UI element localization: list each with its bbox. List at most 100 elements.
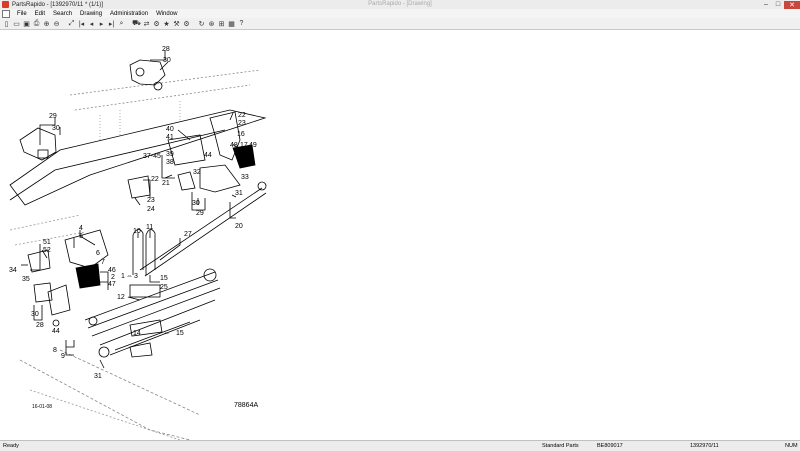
table-icon[interactable]: ▦ xyxy=(228,20,235,28)
part-callout-label[interactable]: 38 xyxy=(166,159,174,166)
part-callout-label[interactable]: 17 xyxy=(240,142,248,149)
part-callout-label[interactable]: 32 xyxy=(193,169,201,176)
part-callout-label[interactable]: 51 xyxy=(43,239,51,246)
new-icon[interactable]: ▯ xyxy=(4,20,9,28)
leader-22-24 xyxy=(143,179,151,198)
part-callout-label[interactable]: 47 xyxy=(108,281,116,288)
part-callout-label[interactable]: 15 xyxy=(160,275,168,282)
save-icon[interactable]: ▣ xyxy=(23,20,30,28)
leaf-spring xyxy=(84,271,221,346)
bushing-21 xyxy=(177,171,196,191)
part-callout-label[interactable]: 31 xyxy=(235,190,243,197)
tool-icon[interactable]: ⚒ xyxy=(173,20,180,28)
leader-46-2-47 xyxy=(100,271,109,290)
part-callout-label[interactable]: 15 xyxy=(176,330,184,337)
menu-edit[interactable]: Edit xyxy=(34,10,46,17)
part-callout-label[interactable]: 48 xyxy=(230,142,238,149)
help-icon[interactable]: ? xyxy=(239,20,244,27)
part-callout-label[interactable]: 49 xyxy=(249,142,257,149)
part-callout-label[interactable]: 30 xyxy=(163,57,171,64)
part-callout-label[interactable]: 44 xyxy=(204,152,212,159)
part-callout-label[interactable]: 40 xyxy=(166,126,174,133)
part-callout-label[interactable]: 31 xyxy=(94,373,102,380)
part-callout-label[interactable]: 6 xyxy=(96,250,100,257)
part-callout-label[interactable]: 46 xyxy=(108,267,116,274)
status-category: Standard Parts xyxy=(542,443,579,449)
part-callout-label[interactable]: 28 xyxy=(162,46,170,53)
part-callout-label[interactable]: 52 xyxy=(43,247,51,254)
part-callout-label[interactable]: 25 xyxy=(160,284,168,291)
print-icon[interactable]: ⎙ xyxy=(33,19,40,27)
part-callout-label[interactable]: 41 xyxy=(166,134,174,141)
frame-dashed-lines xyxy=(99,100,181,140)
part-callout-label[interactable]: 2 xyxy=(111,274,115,281)
menu-drawing[interactable]: Drawing xyxy=(80,10,103,17)
part-callout-label[interactable]: 34 xyxy=(9,267,17,274)
part-callout-label[interactable]: 16 xyxy=(237,131,245,138)
part-callout-label[interactable]: 29 xyxy=(49,113,57,120)
part-callout-label[interactable]: 3 xyxy=(134,273,138,280)
part-callout-label[interactable]: 8 xyxy=(53,347,57,354)
zoom-in-icon[interactable]: ⊕ xyxy=(43,20,50,28)
last-icon[interactable]: ▸| xyxy=(108,20,115,28)
part-callout-label[interactable]: 23 xyxy=(238,120,246,127)
config-icon[interactable]: ⚙ xyxy=(153,20,160,28)
part-callout-label[interactable]: 27 xyxy=(184,231,192,238)
part-callout-label[interactable]: 5 xyxy=(79,233,83,240)
refresh-icon[interactable]: ↻ xyxy=(198,20,205,28)
part-callout-label[interactable]: 14 xyxy=(133,330,141,337)
part-callout-label[interactable]: 22 xyxy=(151,176,159,183)
menu-administration[interactable]: Administration xyxy=(110,10,149,17)
part-callout-label[interactable]: 39 xyxy=(166,151,174,158)
menu-file[interactable]: File xyxy=(17,10,27,17)
part-callout-label[interactable]: 23 xyxy=(147,197,155,204)
part-callout-label[interactable]: 29 xyxy=(196,210,204,217)
maximize-button[interactable]: □ xyxy=(775,1,781,8)
menu-search[interactable]: Search xyxy=(53,10,73,17)
leader-right xyxy=(177,112,241,151)
next-icon[interactable]: ▸ xyxy=(99,20,104,28)
part-callout-label[interactable]: 30 xyxy=(192,200,200,207)
part-callout-label[interactable]: 7 xyxy=(101,259,105,266)
part-callout-label[interactable]: 12 xyxy=(117,294,125,301)
part-callout-label[interactable]: 35 xyxy=(22,276,30,283)
zoom-fit-icon[interactable]: ⤢ xyxy=(68,19,75,27)
part-callout-label[interactable]: 44 xyxy=(52,328,60,335)
close-button[interactable]: ✕ xyxy=(784,0,800,9)
part-callout-label[interactable]: 21 xyxy=(162,180,170,187)
part-callout-label[interactable]: 24 xyxy=(147,206,155,213)
part-callout-label[interactable]: 37-45 xyxy=(143,153,161,160)
target-icon[interactable]: ⊛ xyxy=(208,20,215,28)
first-icon[interactable]: |◂ xyxy=(78,20,85,28)
part-callout-label[interactable]: 10 xyxy=(133,228,141,235)
leader-31 xyxy=(99,359,105,369)
zoom-out-icon[interactable]: ⊖ xyxy=(53,20,60,28)
find-icon[interactable]: ⌕ xyxy=(119,19,124,27)
part-callout-label[interactable]: 33 xyxy=(241,174,249,181)
leader-15-25 xyxy=(149,275,160,283)
prev-icon[interactable]: ◂ xyxy=(89,20,94,28)
vehicle-icon[interactable]: ⛟ xyxy=(132,20,141,27)
grid-icon[interactable]: ⊞ xyxy=(218,20,225,28)
sync-icon[interactable]: ⇄ xyxy=(143,20,150,28)
bushing-left xyxy=(37,149,49,159)
part-callout-label[interactable]: 20 xyxy=(235,223,243,230)
part-callout-label[interactable]: 4 xyxy=(79,225,83,232)
leader-31-20 xyxy=(229,194,237,219)
frame-rail-edge xyxy=(9,129,226,201)
part-callout-label[interactable]: 11 xyxy=(146,224,153,231)
part-callout-label[interactable]: 1 xyxy=(121,273,125,280)
part-callout-label[interactable]: 28 xyxy=(36,322,44,329)
open-icon[interactable]: ▭ xyxy=(13,20,20,28)
settings-icon[interactable]: ⚙ xyxy=(183,20,190,28)
menu-window[interactable]: Window xyxy=(156,10,178,17)
part-callout-label[interactable]: 30 xyxy=(31,311,39,318)
star-icon[interactable]: ★ xyxy=(163,20,170,28)
part-51-52 xyxy=(27,249,51,273)
part-callout-label[interactable]: 9 xyxy=(61,353,65,360)
part-callout-label[interactable]: 22 xyxy=(238,112,246,119)
shackle-top xyxy=(129,59,166,86)
minimize-button[interactable]: – xyxy=(764,1,768,8)
part-callout-label[interactable]: 30 xyxy=(52,125,60,132)
